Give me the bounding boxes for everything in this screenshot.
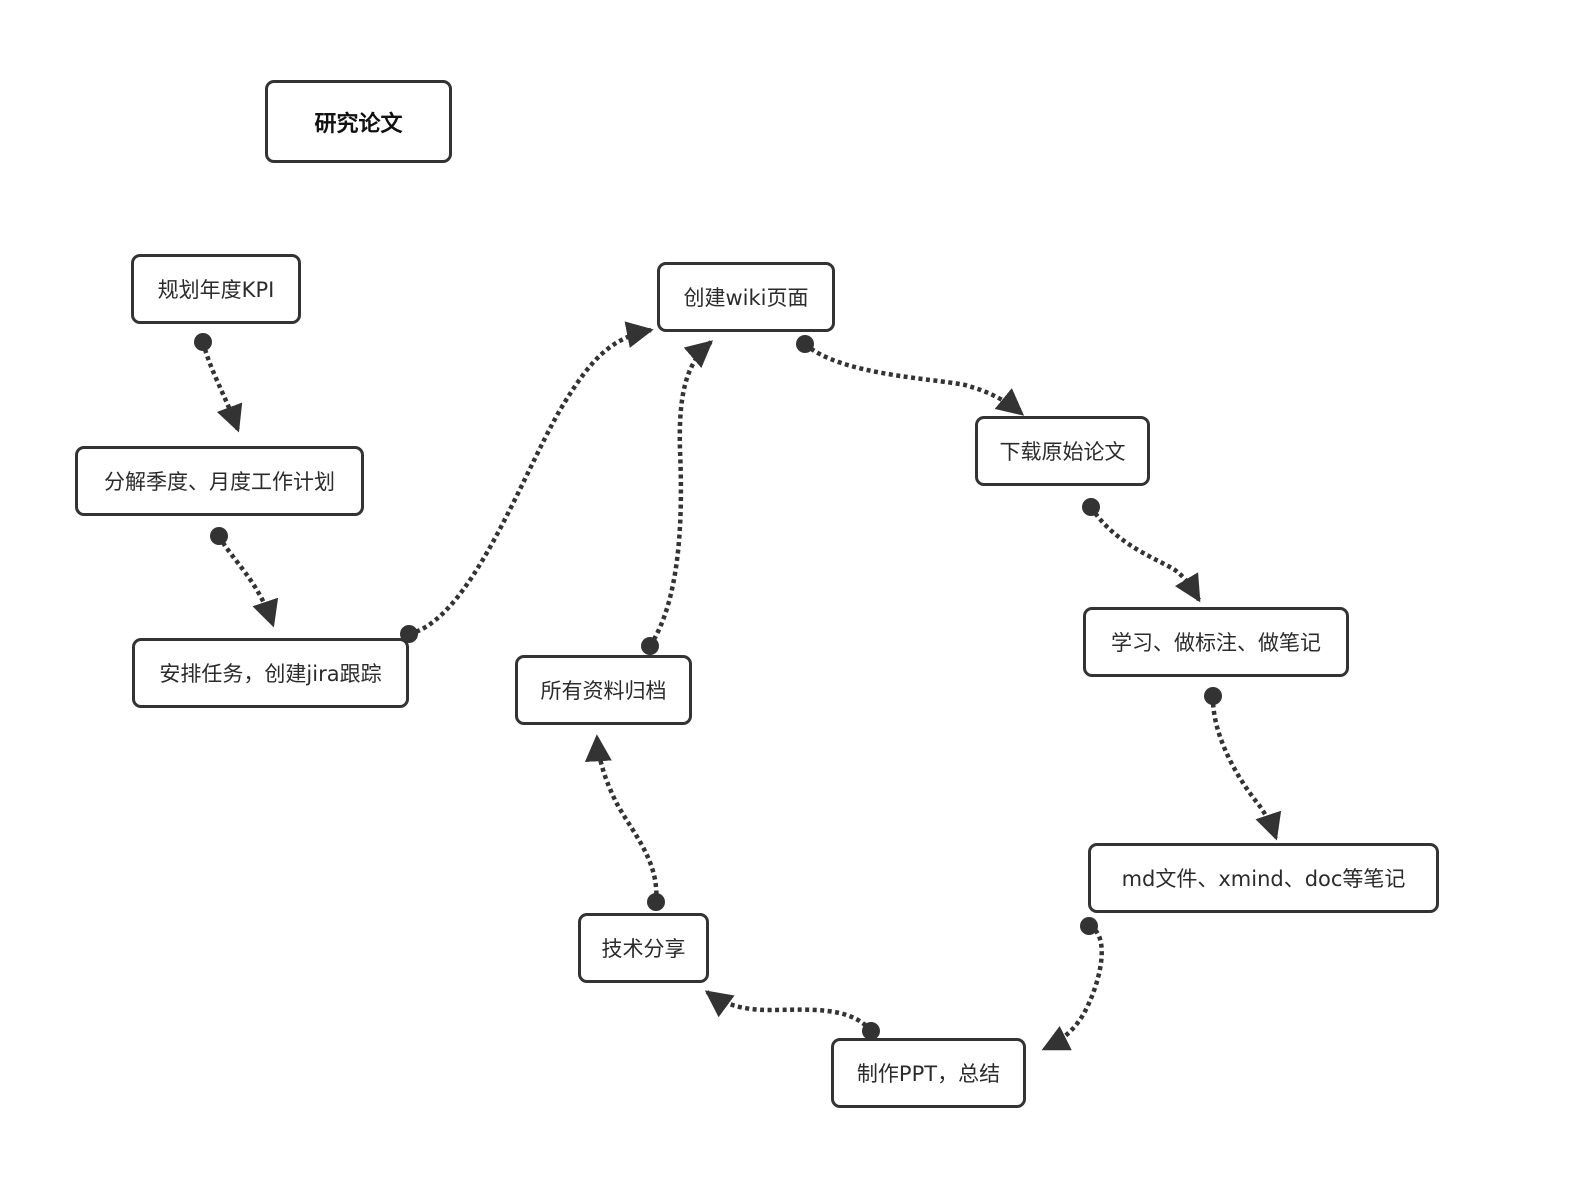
node-decompose[interactable]: 分解季度、月度工作计划 (75, 446, 364, 516)
connector-start-dot-wiki (796, 335, 814, 353)
title-node: 研究论文 (265, 80, 452, 163)
connector-archive-to-wiki (648, 340, 714, 648)
connector-download-to-study (1089, 505, 1201, 603)
connector-start-dot-notes (1080, 917, 1098, 935)
connector-start-dot-study (1204, 687, 1222, 705)
connector-wiki-to-download (803, 342, 1025, 416)
node-notes[interactable]: md文件、xmind、doc等笔记 (1088, 843, 1439, 913)
connector-start-dot-archive (641, 637, 659, 655)
connector-start-dot-decompose (210, 527, 228, 545)
connector-start-dot-ppt (862, 1022, 880, 1040)
connector-ppt-to-share (704, 990, 873, 1033)
connector-share-to-archive (584, 734, 659, 903)
connector-decompose-to-assign (217, 534, 279, 628)
node-assign[interactable]: 安排任务，创建jira跟踪 (132, 638, 409, 708)
connector-plan_kpi-to-decompose (200, 341, 243, 433)
node-archive[interactable]: 所有资料归档 (515, 655, 692, 725)
node-download[interactable]: 下载原始论文 (975, 416, 1150, 486)
node-ppt[interactable]: 制作PPT，总结 (831, 1038, 1026, 1108)
connector-study-to-notes (1210, 695, 1282, 841)
node-study[interactable]: 学习、做标注、做笔记 (1083, 607, 1349, 677)
connector-start-dot-plan_kpi (194, 333, 212, 351)
node-wiki[interactable]: 创建wiki页面 (657, 262, 835, 332)
connector-start-dot-download (1082, 498, 1100, 516)
connector-notes-to-ppt (1041, 923, 1104, 1052)
node-share[interactable]: 技术分享 (578, 913, 709, 983)
connector-assign-to-wiki (408, 321, 654, 637)
node-plan-kpi[interactable]: 规划年度KPI (131, 254, 301, 324)
connector-start-dot-share (647, 893, 665, 911)
